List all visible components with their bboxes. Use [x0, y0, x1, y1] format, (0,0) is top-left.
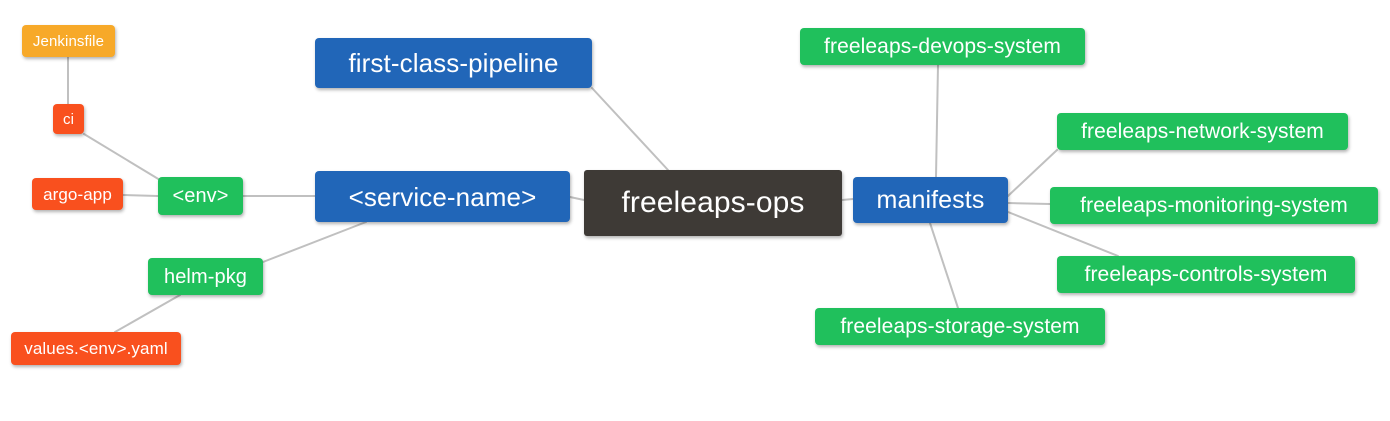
node-label: <service-name> [348, 181, 537, 212]
node-label: freeleaps-ops [621, 186, 805, 219]
edge-first-class-pipeline-to-freeleaps-ops [591, 87, 669, 171]
node-freeleaps-ops[interactable]: freeleaps-ops [584, 170, 842, 236]
edge-ci-to-env [83, 133, 161, 181]
node-label: freeleaps-monitoring-system [1080, 194, 1348, 217]
node-freeleaps-monitoring-system[interactable]: freeleaps-monitoring-system [1050, 187, 1378, 224]
node-label: ci [62, 110, 75, 128]
edge-service-name-to-freeleaps-ops [569, 196, 585, 201]
node-manifests[interactable]: manifests [853, 177, 1008, 223]
node-freeleaps-controls-system[interactable]: freeleaps-controls-system [1057, 256, 1355, 293]
node-label: helm-pkg [163, 265, 248, 288]
node-helm-pkg[interactable]: helm-pkg [148, 258, 263, 295]
node-label: manifests [876, 185, 985, 214]
node-label: freeleaps-network-system [1081, 120, 1324, 143]
node-label: freeleaps-controls-system [1084, 263, 1328, 286]
node-label: freeleaps-devops-system [824, 35, 1061, 58]
node-label: freeleaps-storage-system [840, 315, 1080, 338]
node-first-class-pipeline[interactable]: first-class-pipeline [315, 38, 592, 88]
edge-manifests-to-freeleaps-monitoring-system [1007, 202, 1051, 205]
node-jenkinsfile[interactable]: Jenkinsfile [22, 25, 115, 57]
node-freeleaps-storage-system[interactable]: freeleaps-storage-system [815, 308, 1105, 345]
edge-manifests-to-freeleaps-storage-system [929, 222, 959, 309]
node-label: argo-app [43, 184, 112, 204]
edge-freeleaps-ops-to-manifests [841, 198, 854, 201]
node-label: values.<env>.yaml [24, 339, 168, 358]
node-label: Jenkinsfile [32, 32, 105, 50]
edge-manifests-to-freeleaps-devops-system [935, 64, 939, 178]
node-argo-app[interactable]: argo-app [32, 178, 123, 210]
node-service-name[interactable]: <service-name> [315, 171, 570, 222]
edge-helm-pkg-to-service-name [262, 221, 367, 263]
edge-argo-app-to-env [122, 194, 159, 197]
node-env[interactable]: <env> [158, 177, 243, 215]
node-values-yaml[interactable]: values.<env>.yaml [11, 332, 181, 365]
edge-values-yaml-to-helm-pkg [114, 294, 181, 333]
node-label: first-class-pipeline [348, 48, 559, 78]
node-freeleaps-devops-system[interactable]: freeleaps-devops-system [800, 28, 1085, 65]
node-ci[interactable]: ci [53, 104, 84, 134]
node-freeleaps-network-system[interactable]: freeleaps-network-system [1057, 113, 1348, 150]
node-label: <env> [172, 185, 229, 207]
